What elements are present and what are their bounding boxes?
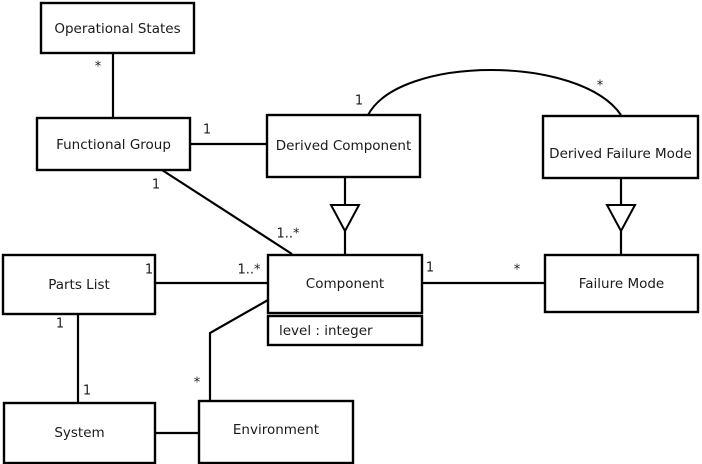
class-name-environment: Environment [233,422,319,438]
multiplicity-layer: * 1 1 * 1 1..* 1 1..* 1 * 1 1 * [56,60,604,399]
generalization-derived-component-component[interactable] [329,177,361,255]
multiplicity-label-component-diagonal: 1..* [276,227,300,242]
multiplicity-label-arc-derived-component: 1 [355,94,363,109]
multiplicity-label-component-right: 1 [426,261,434,276]
class-name-system: System [54,425,104,441]
multiplicity-label-operational-states: * [95,60,102,75]
multiplicity-label-derived-component-left: 1 [203,123,211,138]
class-attribute-component-level: level : integer [279,323,373,339]
multiplicity-label-parts-list-right: 1 [145,263,153,278]
class-box-component[interactable]: Component level : integer [266,253,424,347]
class-box-derived-failure-mode[interactable]: Derived Failure Mode [541,114,700,180]
multiplicity-label-system-top: 1 [83,384,91,399]
assoc-component-environment[interactable] [208,299,269,401]
class-name-derived-failure-mode: Derived Failure Mode [549,146,692,162]
multiplicity-label-functional-group-diagonal: 1 [152,178,160,193]
multiplicity-label-failure-mode-left: * [514,263,521,278]
class-name-derived-component: Derived Component [276,138,412,154]
multiplicity-label-parts-list-bottom: 1 [56,317,64,332]
assoc-functional-group-component[interactable] [161,169,293,255]
class-name-operational-states: Operational States [54,21,180,37]
class-name-parts-list: Parts List [48,277,110,293]
class-box-parts-list[interactable]: Parts List [1,253,157,316]
multiplicity-label-component-left: 1..* [237,263,261,278]
generalization-derived-failure-mode-failure-mode[interactable] [605,178,637,255]
class-name-failure-mode: Failure Mode [579,276,665,292]
class-box-failure-mode[interactable]: Failure Mode [543,253,700,314]
class-box-functional-group[interactable]: Functional Group [35,116,192,172]
multiplicity-label-environment-top: * [194,376,201,391]
class-box-derived-component[interactable]: Derived Component [265,113,422,179]
class-box-system[interactable]: System [2,401,157,464]
assoc-derived-component-derived-failure-mode[interactable] [367,69,622,116]
relationship-layer [76,53,637,435]
class-attribute-compartment-component [266,314,424,347]
multiplicity-label-arc-derived-failure-mode: * [597,79,604,94]
class-name-functional-group: Functional Group [56,137,171,153]
class-box-environment[interactable]: Environment [197,399,355,464]
class-name-component: Component [306,276,384,292]
class-box-operational-states[interactable]: Operational States [39,1,196,55]
